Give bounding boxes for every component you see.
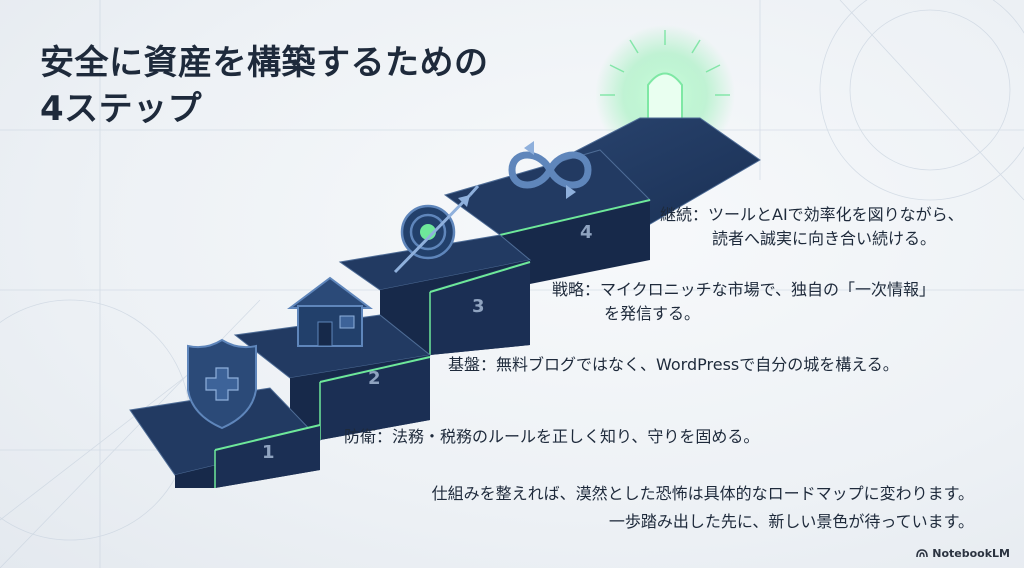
step-2-description: 基盤：無料ブログではなく、WordPressで自分の城を構える。 bbox=[448, 353, 899, 377]
step-2-number: 2 bbox=[368, 368, 381, 389]
step-1: 1 bbox=[129, 387, 321, 488]
title-line-1: 安全に資産を構築するための bbox=[40, 43, 489, 83]
target-arrow-icon bbox=[393, 185, 480, 274]
notebooklm-brand: NotebookLM bbox=[916, 547, 1010, 560]
shield-cross-icon bbox=[187, 338, 257, 430]
conclusion-line-1: 仕組みを整えれば、漠然とした恐怖は具体的なロードマップに変わります。 bbox=[431, 484, 974, 503]
infinity-cycle-icon bbox=[508, 141, 592, 199]
step-3: 3 bbox=[338, 234, 532, 355]
step-1-description: 防衛：法務・税務のルールを正しく知り、守りを固める。 bbox=[344, 425, 759, 449]
page-title: 安全に資産を構築するための 4ステップ bbox=[40, 40, 489, 132]
brand-label: NotebookLM bbox=[932, 547, 1010, 560]
conclusion-text: 仕組みを整えれば、漠然とした恐怖は具体的なロードマップに変わります。 一歩踏み出… bbox=[432, 480, 974, 536]
step-1-number: 1 bbox=[262, 442, 275, 463]
step-3-text-line-1: 戦略：マイクロニッチな市場で、独自の「一次情報」 bbox=[552, 280, 936, 299]
step-1-text: 防衛：法務・税務のルールを正しく知り、守りを固める。 bbox=[344, 427, 760, 446]
conclusion-line-2: 一歩踏み出した先に、新しい景色が待っています。 bbox=[608, 512, 974, 531]
step-3-number: 3 bbox=[472, 296, 485, 317]
step-4-number: 4 bbox=[580, 222, 593, 243]
step-4-text-line-2: 読者へ誠実に向き合い続ける。 bbox=[712, 229, 937, 248]
step-4-description: 継続：ツールとAIで効率化を図りながら、 読者へ誠実に向き合い続ける。 bbox=[660, 203, 964, 251]
title-line-2: 4ステップ bbox=[40, 89, 203, 129]
step-4-text-line-1: 継続：ツールとAIで効率化を図りながら、 bbox=[660, 205, 964, 224]
step-4: 4 bbox=[443, 149, 651, 290]
step-3-text-line-2: を発信する。 bbox=[604, 304, 701, 323]
house-icon bbox=[287, 276, 373, 347]
step-2-text: 基盤：無料ブログではなく、WordPressで自分の城を構える。 bbox=[448, 355, 899, 374]
step-3-description: 戦略：マイクロニッチな市場で、独自の「一次情報」 を発信する。 bbox=[552, 278, 935, 326]
notebooklm-logo-icon bbox=[916, 549, 929, 558]
